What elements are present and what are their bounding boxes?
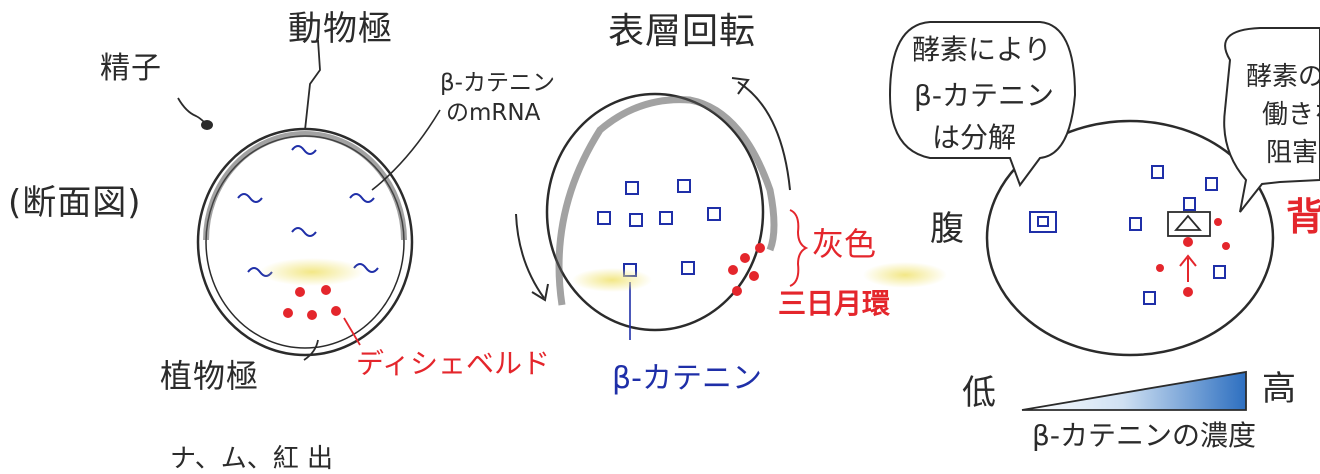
bubble2-line2: 働きを [1262,100,1320,130]
egg-3 [888,21,1320,411]
dishevelled-pointer [343,317,361,346]
label-mrna-line2: のmRNA [446,100,541,126]
beta-catenin-squares [597,179,721,277]
bubble2-line3: 阻害 [1266,138,1319,168]
label-dorsal: 背 [1286,195,1320,239]
animal-pole-pointer [304,39,321,131]
rotation-arrow-left [515,213,545,299]
concentration-wedge [1021,370,1247,411]
label-gray-crescent: 三日月環 [778,287,891,320]
dishevelled-dots [283,285,341,320]
label-animal-pole: 動物極 [288,9,393,49]
egg-1 [177,39,441,361]
label-cross-section: (断面図) [8,183,142,223]
label-gray: 灰色 [812,225,877,263]
bubble1-line2: β-カテニン [914,79,1054,112]
label-beta-catenin: β-カテニン [612,361,762,396]
bubble1-line1: 酵素により [912,33,1052,66]
speech-bubble-2 [1223,27,1320,213]
sperm-tail [177,97,205,123]
speech-bubble-1 [888,21,1077,188]
beta-catenin-squares-3 [1029,165,1226,305]
red-arrow [1179,254,1197,282]
label-high: 高 [1262,369,1297,409]
label-dishevelled: ディシェベルド [356,347,551,380]
bubble1-line3: は分解 [932,121,1017,154]
rotation-arrow-right [737,81,791,191]
egg-2 [515,77,947,340]
bubble2-line1: 酵素の [1246,62,1320,92]
dishevelled-dots-3 [1156,218,1230,297]
label-vegetal-pole: 植物極 [160,357,260,395]
sperm-head [201,120,213,130]
label-cortical-rotation: 表層回転 [608,11,757,52]
vegetal-pole-pointer [303,339,319,361]
mrna-squiggles [237,145,379,277]
label-mrna-line1: β-カテニン [440,70,555,96]
label-sperm: 精子 [100,51,162,86]
mrna-pointer [371,109,441,191]
label-ventral: 腹 [930,209,965,249]
label-concentration: β-カテニンの濃度 [1032,419,1256,452]
gray-crescent-dots [728,243,765,296]
label-low: 低 [962,373,997,413]
gray-crescent-brace [789,209,809,287]
label-bottom-partial: ナ、ム、紅 出 [170,444,333,474]
enzyme-complex [1167,211,1211,237]
